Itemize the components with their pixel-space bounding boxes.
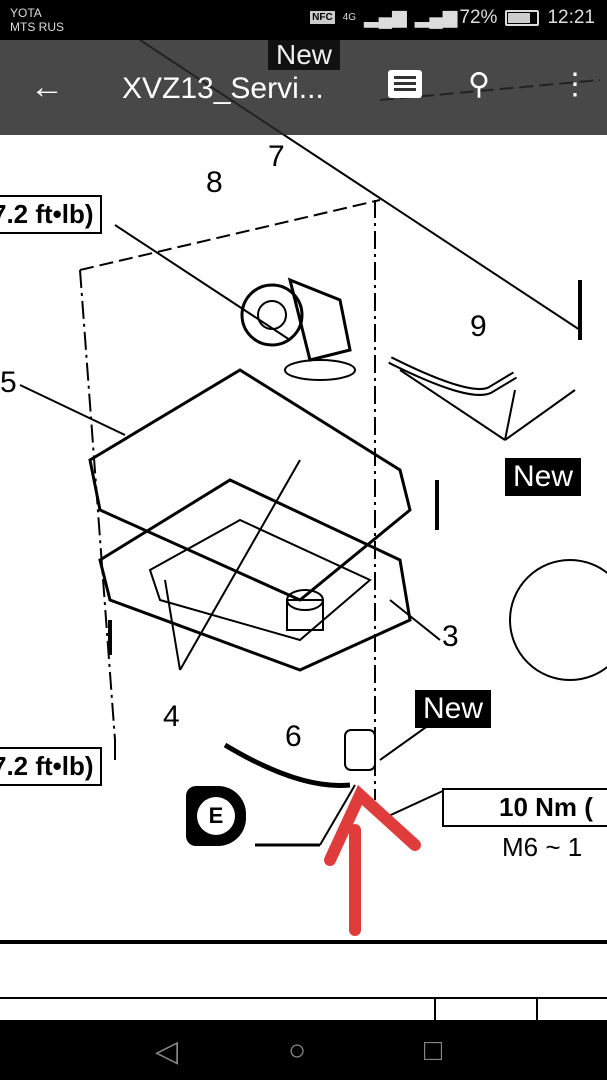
nfc-icon: NFC (310, 11, 335, 24)
new-label-bottom: New (415, 690, 492, 728)
sealant-letter: E (197, 797, 235, 835)
comment-icon[interactable] (388, 70, 422, 98)
torque-spec-top: 7.2 ft•lb) (0, 195, 102, 234)
part-4: 4 (163, 700, 180, 733)
signal-icon: ▂▄▆ (364, 7, 407, 28)
nav-back-icon[interactable]: ◁ (155, 1035, 179, 1068)
signal-icon-2: ▂▄▆ (414, 7, 458, 28)
carrier-1: YOTA (10, 6, 42, 20)
new-label-right: New (505, 458, 582, 496)
part-5: 5 (0, 366, 17, 399)
battery-icon (505, 9, 540, 26)
torque-spec-bottom: 7.2 ft•lb) (0, 747, 102, 786)
sealant-e-icon: E (186, 786, 246, 846)
pdf-page[interactable]: 7.2 ft•lb) 8 7 5 9 3 4 6 New New 7.2 ft•… (0, 40, 607, 1020)
nav-home-icon[interactable]: ○ (288, 1034, 307, 1067)
network-type: 4G (342, 12, 357, 23)
bolt-spec: M6 ~ 1 (502, 832, 583, 862)
back-arrow-icon[interactable]: ← (30, 68, 64, 106)
more-menu-icon[interactable]: ⋮ (560, 68, 590, 101)
part-9: 9 (470, 310, 487, 343)
part-7: 7 (268, 140, 285, 173)
search-icon[interactable]: ⚲ (468, 68, 490, 101)
torque-spec-right: 10 Nm ( (442, 788, 607, 827)
navigation-bar: ◁ ○ □ (0, 1020, 607, 1080)
battery-percent: 72% (459, 6, 498, 28)
nav-recents-icon[interactable]: □ (424, 1034, 443, 1067)
part-8: 8 (206, 166, 223, 199)
clock: 12:21 (547, 6, 595, 28)
part-6: 6 (285, 720, 302, 753)
document-title: XVZ13_Servi... (122, 72, 324, 105)
exploded-diagram (0, 40, 607, 1020)
carrier-2: MTS RUS (10, 20, 64, 34)
part-3: 3 (442, 620, 459, 653)
new-label-top: New (268, 40, 341, 70)
